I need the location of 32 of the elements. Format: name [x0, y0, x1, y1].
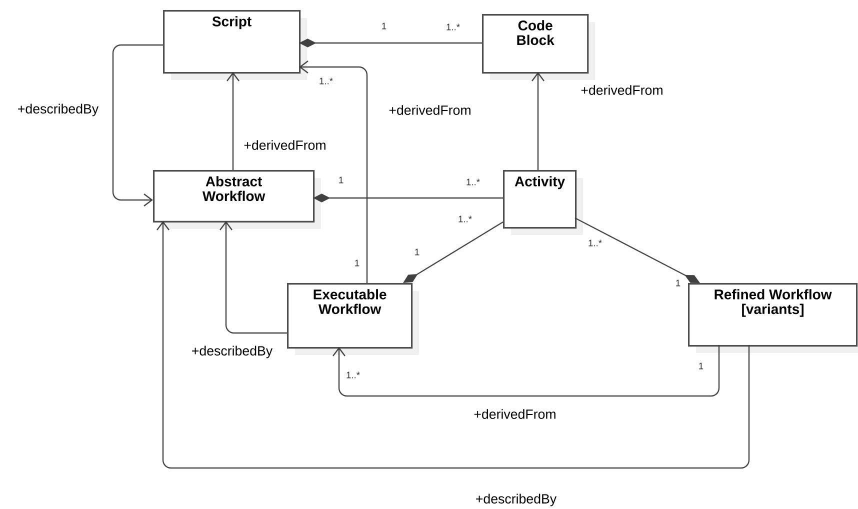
edge-label: +describedBy: [474, 492, 558, 508]
association-line: [226, 72, 240, 170]
class-box: Script: [163, 10, 307, 80]
edge-label: +describedBy: [16, 102, 100, 118]
multiplicity-label: 1..*: [446, 24, 460, 30]
edge-label: +derivedFrom: [472, 408, 558, 420]
multiplicity-label: 1: [676, 280, 680, 286]
edge-label: +derivedFrom: [387, 104, 473, 116]
association-line: [299, 60, 368, 283]
multiplicity-label: 1: [382, 22, 386, 30]
edge-label: +describedBy: [190, 344, 274, 360]
association-line: [332, 345, 720, 397]
edge-label: +derivedFrom: [242, 138, 328, 152]
multiplicity-label: 1..*: [320, 78, 333, 84]
class-box: Code Block: [482, 14, 595, 80]
multiplicity-label: 1..*: [346, 372, 360, 378]
class-box: Refined Workflow [variants]: [688, 283, 858, 353]
class-box: Executable Workflow: [287, 283, 419, 355]
class-box: Abstract Workflow: [153, 170, 321, 229]
edge-label: +derivedFrom: [579, 84, 665, 96]
multiplicity-label: 1..*: [458, 216, 472, 222]
multiplicity-label: 1: [355, 260, 360, 266]
multiplicity-label: 1..*: [466, 178, 480, 186]
multiplicity-label: 1: [339, 176, 344, 184]
multiplicity-label: 1: [415, 248, 420, 256]
association-line: [220, 220, 287, 334]
class-box: Activity: [503, 170, 583, 235]
multiplicity-label: 1: [699, 362, 704, 370]
association-line: [112, 44, 163, 206]
multiplicity-label: 1..*: [588, 240, 602, 246]
association-line: [156, 220, 750, 469]
association-line: [532, 72, 544, 170]
